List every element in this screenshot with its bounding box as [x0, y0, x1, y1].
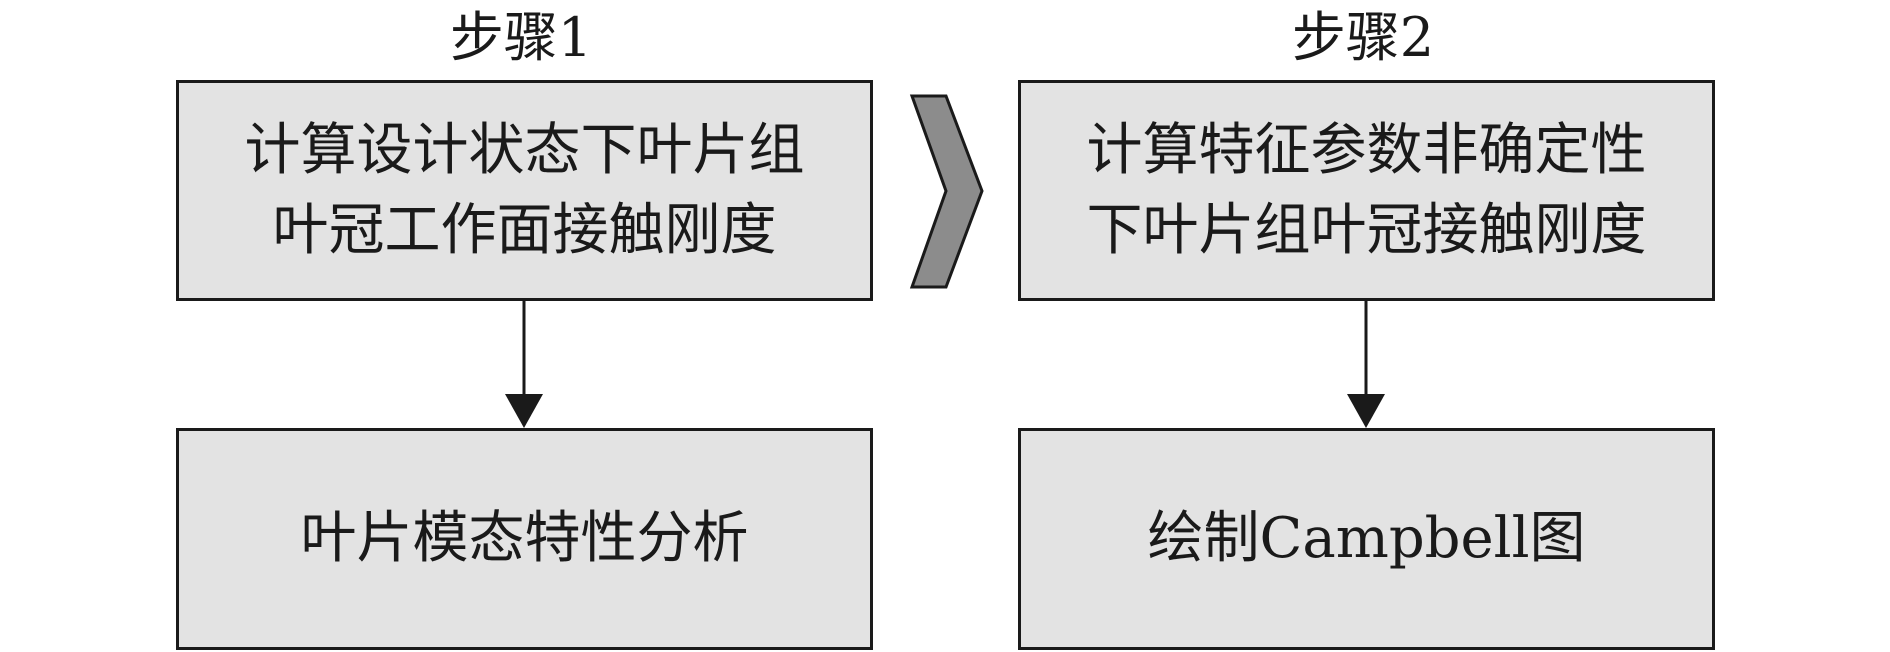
- step1-arrow-down-icon: [505, 301, 543, 428]
- step2-bottom-box-text: 绘制Campbell图: [1147, 506, 1586, 571]
- step2-title: 步骤2: [1291, 6, 1435, 69]
- step2-top-box-line2: 下叶片组叶冠接触刚度: [1086, 197, 1647, 263]
- step1-arrow-head: [505, 394, 543, 428]
- step2-bottom-box: 绘制Campbell图: [1018, 428, 1715, 650]
- step1-top-box-line2: 叶冠工作面接触刚度: [272, 197, 777, 263]
- step1-bottom-box: 叶片模态特性分析: [176, 428, 873, 650]
- step2-arrow-head: [1347, 394, 1385, 428]
- step2-top-box: 计算特征参数非确定性 下叶片组叶冠接触刚度: [1018, 80, 1715, 301]
- step2-top-box-text: 计算特征参数非确定性 下叶片组叶冠接触刚度: [1087, 111, 1647, 271]
- step1-title: 步骤1: [449, 6, 593, 69]
- step1-top-box-line1: 计算设计状态下叶片组: [244, 117, 805, 183]
- step1-bottom-box-text: 叶片模态特性分析: [300, 506, 749, 571]
- step1-top-box: 计算设计状态下叶片组 叶冠工作面接触刚度: [176, 80, 873, 301]
- chevron-right-icon: [909, 94, 984, 289]
- step2-arrow-down-icon: [1347, 301, 1385, 428]
- step2-top-box-line1: 计算特征参数非确定性: [1086, 117, 1647, 183]
- step1-top-box-text: 计算设计状态下叶片组 叶冠工作面接触刚度: [245, 111, 805, 271]
